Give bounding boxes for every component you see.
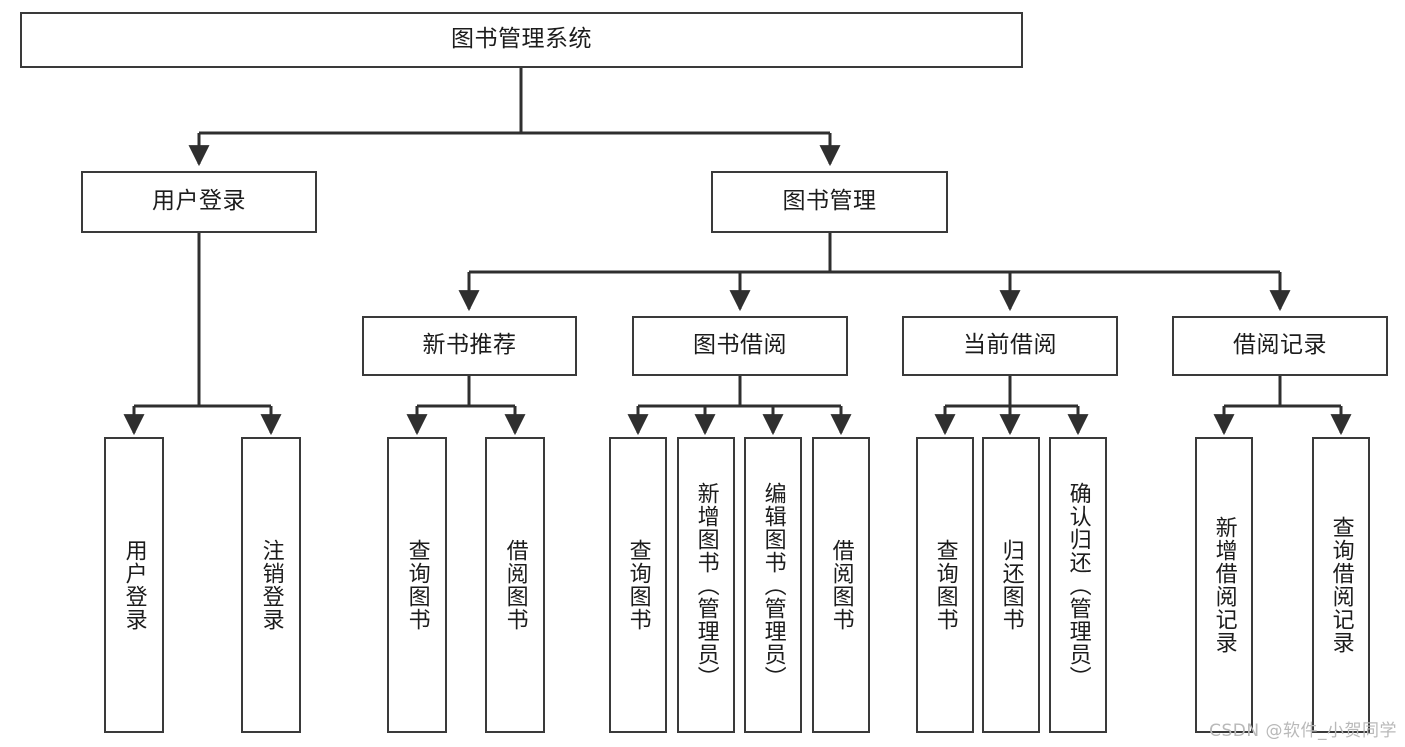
node-label: 图书借阅 xyxy=(693,332,787,359)
node-new-book-recommend[interactable]: 新书推荐 xyxy=(362,316,577,376)
node-leaf-add-borrow-record[interactable]: 新增借阅记录 xyxy=(1195,437,1253,733)
node-label: 注销登录 xyxy=(258,539,284,631)
node-label: 归还图书 xyxy=(998,539,1024,631)
node-leaf-borrow-book[interactable]: 借阅图书 xyxy=(812,437,870,733)
node-label: 图书管理系统 xyxy=(451,26,592,53)
node-label: 借阅图书 xyxy=(502,539,528,631)
node-label: 编辑图书（管理员） xyxy=(760,481,786,689)
node-leaf-return-book[interactable]: 归还图书 xyxy=(982,437,1040,733)
node-label: 新增图书（管理员） xyxy=(693,481,719,689)
node-label: 确认归还（管理员） xyxy=(1065,481,1091,689)
node-label: 用户登录 xyxy=(152,188,246,215)
node-current-borrow[interactable]: 当前借阅 xyxy=(902,316,1118,376)
node-label: 用户登录 xyxy=(121,539,147,631)
node-label: 查询图书 xyxy=(625,539,651,631)
node-user-login[interactable]: 用户登录 xyxy=(81,171,317,233)
node-label: 借阅记录 xyxy=(1233,332,1327,359)
node-borrow-record[interactable]: 借阅记录 xyxy=(1172,316,1388,376)
node-leaf-query-book-recommend[interactable]: 查询图书 xyxy=(387,437,447,733)
node-leaf-logout-login[interactable]: 注销登录 xyxy=(241,437,301,733)
node-book-borrow[interactable]: 图书借阅 xyxy=(632,316,848,376)
node-leaf-edit-book-admin[interactable]: 编辑图书（管理员） xyxy=(744,437,802,733)
node-leaf-query-borrow-record[interactable]: 查询借阅记录 xyxy=(1312,437,1370,733)
node-leaf-borrow-book-recommend[interactable]: 借阅图书 xyxy=(485,437,545,733)
node-leaf-confirm-return-admin[interactable]: 确认归还（管理员） xyxy=(1049,437,1107,733)
node-leaf-query-book-current[interactable]: 查询图书 xyxy=(916,437,974,733)
node-book-management[interactable]: 图书管理 xyxy=(711,171,948,233)
watermark-csdn: CSDN @软件_小贺同学 xyxy=(1209,721,1397,741)
node-root-book-management-system[interactable]: 图书管理系统 xyxy=(20,12,1023,68)
node-label: 图书管理 xyxy=(782,188,877,215)
node-label: 当前借阅 xyxy=(963,332,1057,359)
node-label: 新增借阅记录 xyxy=(1211,516,1237,654)
node-label: 查询图书 xyxy=(404,539,430,631)
node-leaf-add-book-admin[interactable]: 新增图书（管理员） xyxy=(677,437,735,733)
node-label: 新书推荐 xyxy=(422,332,517,359)
node-label: 查询图书 xyxy=(932,539,958,631)
node-leaf-query-book-borrow[interactable]: 查询图书 xyxy=(609,437,667,733)
node-label: 查询借阅记录 xyxy=(1328,516,1354,654)
node-label: 借阅图书 xyxy=(828,539,854,631)
node-leaf-user-login[interactable]: 用户登录 xyxy=(104,437,164,733)
